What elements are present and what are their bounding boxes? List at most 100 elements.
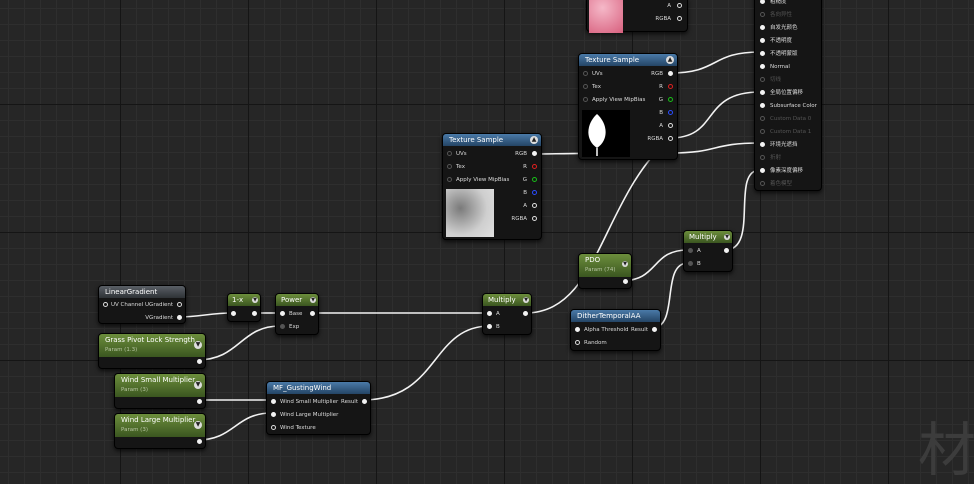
material-input-pin[interactable] (760, 142, 765, 147)
node-header[interactable]: Multiply▼ (483, 294, 531, 306)
pin-wind-texture-in[interactable] (271, 425, 276, 430)
pin-b-in[interactable] (688, 261, 693, 266)
pin-rgb-out[interactable] (532, 151, 537, 156)
material-input-pin[interactable] (760, 38, 765, 43)
material-input-pin[interactable] (760, 90, 765, 95)
pin-a-in[interactable] (688, 248, 693, 253)
pin-r-out[interactable] (668, 84, 673, 89)
pin-alpha-threshold-in[interactable] (575, 327, 580, 332)
pin-g-out[interactable] (668, 97, 673, 102)
node-header[interactable]: MF_GustingWind (267, 382, 370, 394)
pin-r-out[interactable] (532, 164, 537, 169)
node-header[interactable]: Texture Sample▲ (443, 134, 541, 146)
material-input-pin[interactable] (760, 0, 765, 4)
pin-mip-in[interactable] (447, 177, 452, 182)
pin-a-in[interactable] (487, 311, 492, 316)
pin-rgba-out[interactable] (668, 136, 673, 141)
collapse-chevron-icon[interactable]: ▲ (530, 136, 538, 144)
pin-input[interactable] (231, 311, 236, 316)
linear-gradient-node[interactable]: LinearGradient UV Channel UGradient VGra… (98, 285, 186, 324)
pin-output[interactable] (197, 399, 202, 404)
pin-random-in[interactable] (575, 340, 580, 345)
material-input-pin[interactable] (760, 103, 765, 108)
material-input-pin[interactable] (760, 129, 765, 134)
node-header[interactable]: DitherTemporalAA (571, 310, 660, 322)
material-input-pin[interactable] (760, 12, 765, 17)
pin-wind-small-in[interactable] (271, 399, 276, 404)
pin-uv-channel-in[interactable] (103, 302, 108, 307)
texture-sample-node-2[interactable]: Texture Sample▲ UVs Tex Apply View MipBi… (442, 133, 542, 240)
pin-exp-in[interactable] (280, 324, 285, 329)
node-header[interactable]: Power▼ (276, 294, 318, 306)
pin-a-out[interactable] (532, 203, 537, 208)
collapse-chevron-icon[interactable]: ▼ (194, 341, 202, 349)
collapse-chevron-icon[interactable]: ▼ (194, 421, 202, 429)
pin-rgb-out[interactable] (668, 71, 673, 76)
mf-gusting-wind-node[interactable]: MF_GustingWind Wind Small Multiplier Win… (266, 381, 371, 435)
pin-rgba-out[interactable] (677, 16, 682, 21)
dither-temporal-aa-node[interactable]: DitherTemporalAA Alpha Threshold Random … (570, 309, 661, 351)
collapse-chevron-icon[interactable]: ▼ (194, 381, 202, 389)
material-input-label: 粗糙度 (770, 0, 787, 5)
pin-uvs-in[interactable] (583, 71, 588, 76)
collapse-chevron-icon[interactable]: ▲ (666, 56, 674, 64)
one-minus-node[interactable]: 1-x▼ (227, 293, 261, 322)
node-header[interactable]: Texture Sample▲ (579, 54, 677, 66)
material-input-pin[interactable] (760, 168, 765, 173)
material-input-pin[interactable] (760, 77, 765, 82)
collapse-chevron-icon[interactable]: ▼ (622, 261, 628, 267)
collapse-chevron-icon[interactable]: ▼ (523, 297, 529, 303)
pin-tex-in[interactable] (583, 84, 588, 89)
pin-output[interactable] (523, 311, 528, 316)
pin-output[interactable] (724, 248, 729, 253)
pin-tex-in[interactable] (447, 164, 452, 169)
pin-a-out[interactable] (668, 123, 673, 128)
material-input-pin[interactable] (760, 181, 765, 186)
material-input-pin[interactable] (760, 116, 765, 121)
pin-mip-in[interactable] (583, 97, 588, 102)
texture-sample-node-1[interactable]: Texture Sample▲ UVs Tex Apply View MipBi… (578, 53, 678, 160)
texture-sample-node-top[interactable]: A RGBA (586, 0, 688, 33)
power-node[interactable]: Power▼ Base Exp (275, 293, 319, 335)
pin-b-out[interactable] (532, 190, 537, 195)
material-input-pin[interactable] (760, 25, 765, 30)
material-input-pin[interactable] (760, 51, 765, 56)
pin-b-in[interactable] (487, 324, 492, 329)
pin-uvs-in[interactable] (447, 151, 452, 156)
collapse-chevron-icon[interactable]: ▼ (310, 297, 316, 303)
pin-base-in[interactable] (280, 311, 285, 316)
pin-g-out[interactable] (532, 177, 537, 182)
multiply-node-1[interactable]: Multiply▼ A B (482, 293, 532, 335)
pin-vgradient-out[interactable] (177, 315, 182, 320)
node-header[interactable]: 1-x▼ (228, 294, 260, 306)
material-input-pin[interactable] (760, 64, 765, 69)
material-input-pin[interactable] (760, 155, 765, 160)
pin-output[interactable] (623, 279, 628, 284)
material-input-label: Normal (770, 64, 790, 70)
collapse-chevron-icon[interactable]: ▼ (724, 234, 730, 240)
pin-wind-large-in[interactable] (271, 412, 276, 417)
pin-output[interactable] (197, 359, 202, 364)
collapse-chevron-icon[interactable]: ▼ (252, 297, 258, 303)
node-header[interactable]: Multiply▼ (684, 231, 732, 243)
pin-output[interactable] (252, 311, 257, 316)
pin-a-out[interactable] (677, 3, 682, 8)
pin-b-out[interactable] (668, 110, 673, 115)
pin-rgba-out[interactable] (532, 216, 537, 221)
multiply-node-2[interactable]: Multiply▼ A B (683, 230, 733, 272)
pin-result-out[interactable] (362, 399, 367, 404)
pin-result-out[interactable] (652, 327, 657, 332)
pin-output[interactable] (310, 311, 315, 316)
node-header[interactable]: LinearGradient (99, 286, 185, 298)
pin-ugradient-out[interactable] (177, 302, 182, 307)
pin-output[interactable] (197, 439, 202, 444)
